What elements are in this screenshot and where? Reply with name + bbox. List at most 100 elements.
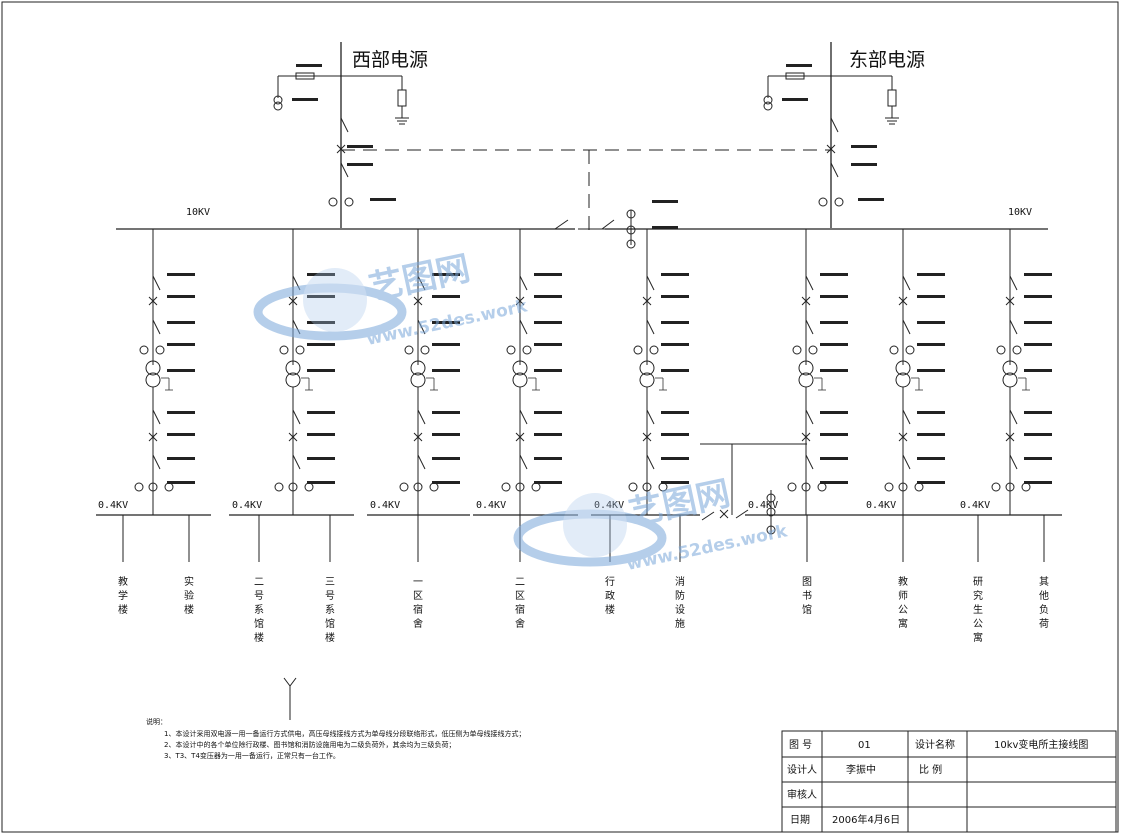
east-source-label: 东部电源 xyxy=(849,49,925,71)
load-label-char: 号 xyxy=(325,590,335,602)
load-label-char: 舍 xyxy=(515,617,525,630)
load-label-char: 寓 xyxy=(973,631,983,644)
load-label-char: 学 xyxy=(118,589,128,602)
transformer-branch xyxy=(991,229,1052,515)
lv-bus-label: 0.4KV xyxy=(476,500,506,511)
load-label-char: 二 xyxy=(254,577,264,588)
load-label-char: 区 xyxy=(413,590,423,602)
load-label-char: 负 xyxy=(1039,603,1049,616)
transformer-branch xyxy=(274,229,335,515)
tb-date: 2006年4月6日 xyxy=(832,813,900,826)
notes-line-1: 1、本设计采用双电源一用一备运行方式供电，高压母线接线方式为单母线分段联络形式，… xyxy=(164,729,525,738)
notes-heading: 说明： xyxy=(146,717,167,726)
load-label-char: 行 xyxy=(605,575,615,588)
load-label-char: 楼 xyxy=(184,603,194,616)
tb-reviewer-label: 审核人 xyxy=(787,788,817,801)
tb-drawing-no: 01 xyxy=(858,740,871,751)
load-label-char: 消 xyxy=(675,575,685,588)
load-label-char: 研 xyxy=(973,576,983,588)
load-label-char: 号 xyxy=(254,590,264,602)
tb-designer: 李振中 xyxy=(846,763,876,776)
watermark-1: 艺图网 www.52des.work xyxy=(253,248,530,350)
load-label-char: 宿 xyxy=(515,603,525,616)
load-label-char: 生 xyxy=(973,603,983,616)
tb-design-name-label: 设计名称 xyxy=(915,738,955,751)
load-label-char: 验 xyxy=(184,589,194,602)
load-label-char: 二 xyxy=(515,577,525,588)
load-label-char: 宿 xyxy=(413,603,423,616)
load-label-char: 馆 xyxy=(325,617,335,630)
load-label-char: 系 xyxy=(254,604,264,616)
lv-bus: 0.4KV xyxy=(745,500,849,516)
lv-bus-label: 0.4KV xyxy=(866,500,896,511)
notes-line-2: 2、本设计中的各个单位除行政楼、图书馆和消防设施用电为二级负荷外，其余均为三级负… xyxy=(164,740,455,749)
load-label-char: 楼 xyxy=(254,631,264,644)
lv-bus-label: 0.4KV xyxy=(232,500,262,511)
feeder-branches xyxy=(134,64,1052,515)
load-label-char: 楼 xyxy=(325,631,335,644)
transformer-branch xyxy=(399,229,460,515)
tb-designer-label: 设计人 xyxy=(787,763,817,776)
load-label-char: 楼 xyxy=(118,603,128,616)
load-label-char: 他 xyxy=(1039,589,1049,602)
load-1: 实验楼 xyxy=(184,515,194,616)
load-label-char: 区 xyxy=(515,590,525,602)
west-incoming-feeder xyxy=(273,42,409,228)
load-0: 教学楼 xyxy=(118,515,128,616)
notes-line-3: 3、T3、T4变压器为一用一备运行，正常只有一台工作。 xyxy=(164,751,340,760)
load-label-char: 图 xyxy=(802,576,812,588)
load-label-char: 政 xyxy=(605,589,615,602)
load-label-char: 馆 xyxy=(254,617,264,630)
title-block: 图 号 01 设计名称 10kv变电所主接线图 设计人 李振中 比 例 审核人 … xyxy=(781,730,1117,833)
load-labels: 教学楼实验楼二号系馆楼三号系馆楼一区宿舍二区宿舍行政楼消防设施图书馆教师公寓研究… xyxy=(118,515,1049,644)
load-label-char: 实 xyxy=(184,575,194,588)
load-label-char: 舍 xyxy=(413,617,423,630)
lv-bus-label: 0.4KV xyxy=(960,500,990,511)
tb-scale-label: 比 例 xyxy=(919,763,942,776)
load-label-char: 馆 xyxy=(802,603,812,616)
lv-bus: 0.4KV xyxy=(229,500,354,516)
load-label-char: 施 xyxy=(675,617,685,630)
load-label-char: 三 xyxy=(325,577,335,588)
lv-bus: 0.4KV xyxy=(958,500,1062,516)
load-label-char: 公 xyxy=(973,619,983,630)
tb-design-name: 10kv变电所主接线图 xyxy=(994,738,1088,751)
load-label-char: 系 xyxy=(325,604,335,616)
load-label-char: 其 xyxy=(1039,576,1049,588)
transformer-branch xyxy=(134,229,195,515)
load-label-char: 师 xyxy=(898,589,908,602)
lv-bus-label: 0.4KV xyxy=(98,500,128,511)
lv-bus-tie xyxy=(700,443,807,535)
load-label-char: 楼 xyxy=(605,603,615,616)
load-label-char: 究 xyxy=(973,589,983,602)
load-8: 图书馆 xyxy=(802,515,812,616)
west-source-label: 西部电源 xyxy=(352,49,428,71)
load-label-char: 寓 xyxy=(898,617,908,630)
load-label-char: 教 xyxy=(898,575,908,588)
load-6: 行政楼 xyxy=(605,515,615,616)
tb-date-label: 日期 xyxy=(790,814,810,826)
tb-drawing-no-label: 图 号 xyxy=(789,739,812,751)
lv-bus-label: 0.4KV xyxy=(748,500,778,511)
transformer-branch xyxy=(501,229,562,515)
transformer-branch xyxy=(884,229,945,515)
load-label-char: 书 xyxy=(802,590,812,602)
transformer-branch xyxy=(628,229,689,515)
load-label-char: 防 xyxy=(675,589,685,602)
hv-bus-left-label: 10KV xyxy=(186,207,210,218)
load-label-char: 公 xyxy=(898,605,908,616)
hv-bus-tie xyxy=(554,209,636,249)
design-notes: 说明： 1、本设计采用双电源一用一备运行方式供电，高压母线接线方式为单母线分段联… xyxy=(146,717,525,760)
load-7: 消防设施 xyxy=(675,515,685,630)
watermark-2: 艺图网 www.52des.work xyxy=(513,473,790,575)
hv-bus-right-label: 10KV xyxy=(1008,207,1032,218)
